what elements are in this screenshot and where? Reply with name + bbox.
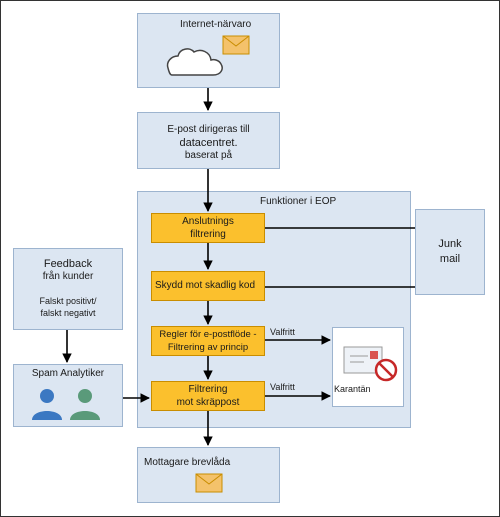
optional-label-spam: Valfritt [270, 382, 295, 392]
anti-malware-box [151, 271, 265, 301]
optional-label-rules: Valfritt [270, 327, 295, 337]
blocked-mail-icon [343, 346, 398, 382]
routing-line3: baserat på [184, 150, 233, 161]
junk-line1: Junk [438, 238, 462, 250]
junk-mail-box [415, 209, 485, 295]
mail-flow-rules-box [151, 326, 265, 356]
customer-feedback-box [13, 248, 123, 330]
feedback-line4: falskt negativt [40, 308, 96, 318]
envelope-icon [222, 35, 250, 55]
feedback-line1: Feedback [43, 258, 93, 270]
connection-filtering-box [151, 213, 265, 243]
eop-title: Funktioner i EOP [260, 196, 337, 207]
feedback-line2: från kunder [42, 271, 94, 282]
junk-line2: mail [439, 253, 461, 265]
anti-spam-filtering-box [151, 381, 265, 411]
spam-line2: mot skräppost [176, 397, 240, 408]
feedback-line3: Falskt positivt/ [39, 296, 97, 306]
rules-line1: Regler för e-postflöde - [159, 329, 257, 340]
routing-box [137, 112, 280, 169]
rules-line2: Filtrering av princip [167, 342, 249, 353]
spam-analysts-box [13, 364, 123, 427]
internet-title: Internet-närvaro [180, 19, 252, 30]
malware-label: Skydd mot skadlig kod [155, 280, 256, 291]
mailbox-envelope-icon [195, 473, 223, 493]
people-icon [32, 389, 100, 420]
routing-line1: E-post dirigeras till [167, 124, 250, 135]
analysts-title: Spam Analytiker [31, 368, 105, 379]
cloud-icon [166, 48, 223, 76]
routing-line2: datacentret. [179, 137, 238, 149]
spam-line1: Filtrering [188, 384, 228, 395]
connection-line1: Anslutnings [182, 216, 234, 227]
connection-line2: filtrering [190, 229, 226, 240]
quarantine-label: Karantän [334, 384, 371, 394]
mailbox-title: Mottagare brevlåda [144, 457, 231, 468]
